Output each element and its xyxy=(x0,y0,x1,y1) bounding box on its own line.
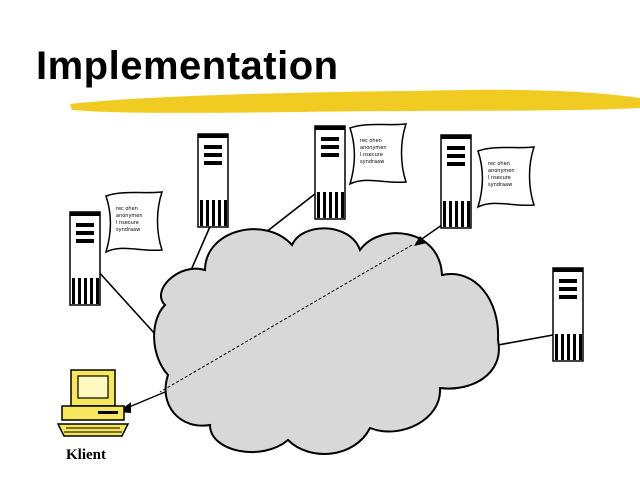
client-label: Klient xyxy=(66,447,106,463)
link-server-5 xyxy=(497,334,554,346)
document-line: syndraaw xyxy=(488,182,512,188)
document-line: l nsecure xyxy=(116,220,139,226)
document-line: l nsecure xyxy=(488,175,511,181)
route-dashed xyxy=(159,244,413,393)
document-icon: rec ohen anonymen l nsecure syndraaw xyxy=(104,191,164,254)
server-icon xyxy=(197,133,229,228)
server-icon xyxy=(552,267,584,362)
document-line: rec ohen xyxy=(360,138,382,144)
internet-cloud xyxy=(153,227,500,455)
document-line: rec ohen xyxy=(488,161,510,167)
document-icon: rec ohen anonymen l nsecure syndraaw xyxy=(348,123,408,186)
document-line: syndraaw xyxy=(360,159,384,165)
server-icon xyxy=(69,211,101,306)
title-underline xyxy=(70,89,640,113)
slide-title: Implementation xyxy=(36,44,339,88)
document-line: syndraaw xyxy=(116,227,140,233)
document-line: l nsecure xyxy=(360,152,383,158)
document-line: anonymen xyxy=(360,145,387,151)
client-computer-icon xyxy=(56,369,130,437)
document-line: anonymen xyxy=(488,168,515,174)
arrowhead-cloud xyxy=(414,236,427,246)
document-icon: rec ohen anonymen l nsecure syndraaw xyxy=(476,146,536,209)
server-icon xyxy=(314,125,346,220)
document-line: rec ohen xyxy=(116,206,138,212)
server-icon xyxy=(440,134,472,229)
document-line: anonymen xyxy=(116,213,143,219)
